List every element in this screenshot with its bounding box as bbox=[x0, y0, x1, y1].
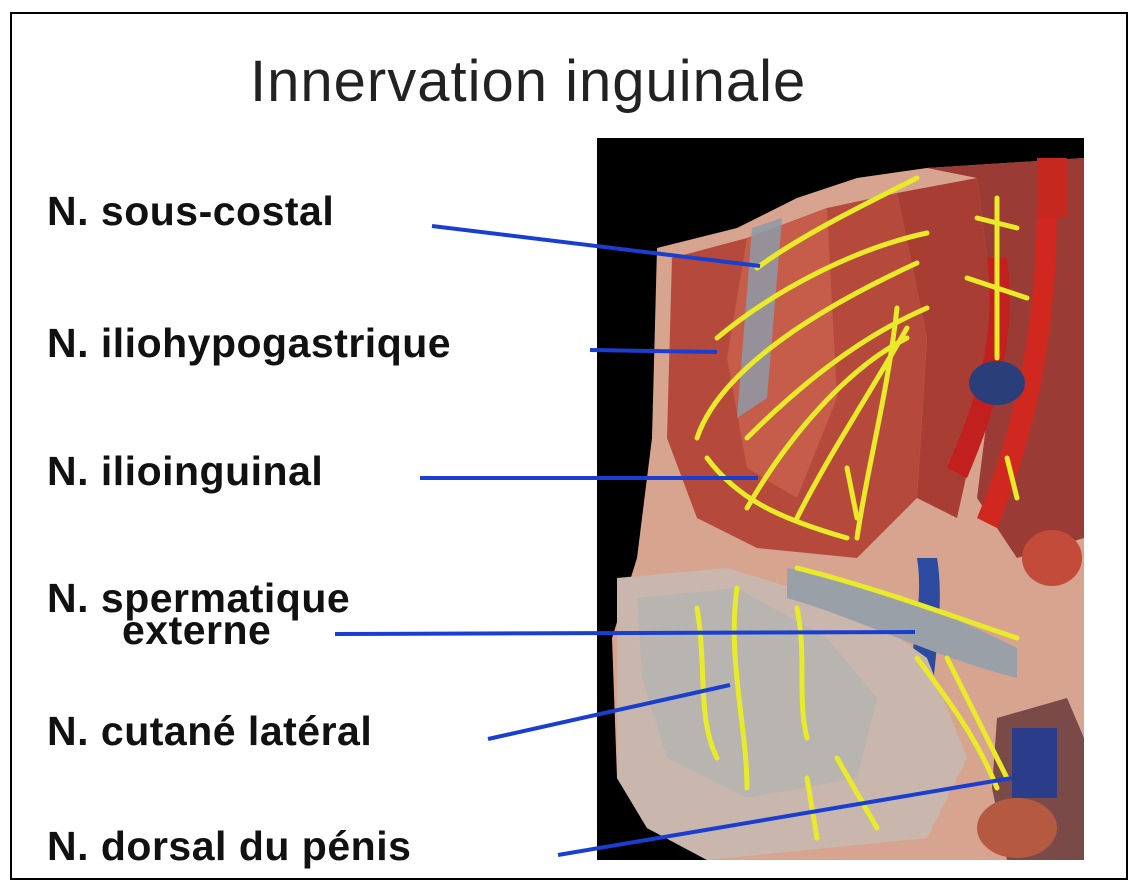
pointer-cutane-lateral bbox=[488, 685, 730, 739]
pointer-sous-costal bbox=[432, 226, 760, 266]
pointer-dorsal-penis bbox=[558, 778, 1012, 855]
pointer-iliohypogastrique bbox=[590, 350, 717, 352]
pointer-spermatique bbox=[335, 632, 915, 634]
